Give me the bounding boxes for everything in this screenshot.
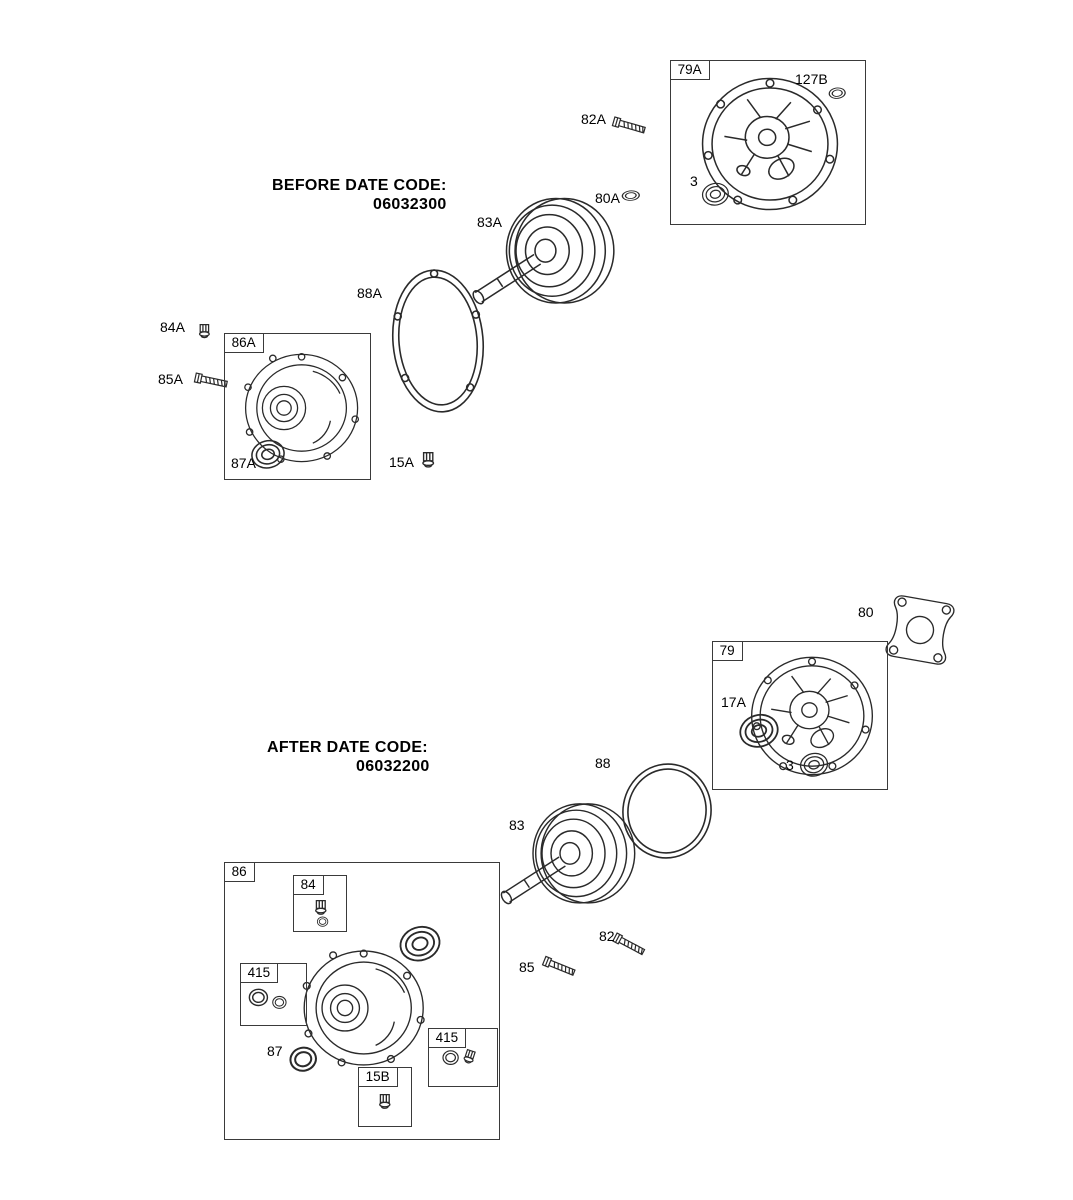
screw-drawing-85a (193, 372, 229, 390)
part-label-80a: 80A (595, 190, 620, 206)
seal-ring-drawing-80a (619, 188, 643, 203)
part-label-82a: 82A (581, 111, 606, 127)
part-label-82: 82 (599, 928, 615, 944)
nut-drawing-84a (198, 323, 210, 339)
seal-drawing-415a-1 (248, 988, 269, 1007)
before-date-code-heading-line1: BEFORE DATE CODE: (272, 177, 447, 194)
part-label-3-before: 3 (690, 173, 698, 189)
gasket-drawing-88a (386, 265, 490, 417)
after-date-code-heading-line2: 06032200 (356, 758, 430, 775)
part-label-80: 80 (858, 604, 874, 620)
seal-drawing-415a-2 (272, 995, 287, 1009)
plug-drawing-15a (422, 452, 435, 468)
part-label-88a: 88A (357, 285, 382, 301)
part-label-83: 83 (509, 817, 525, 833)
plug-drawing-415b-2 (462, 1048, 477, 1065)
part-label-84a: 84A (160, 319, 185, 335)
part-label-85a: 85A (158, 371, 183, 387)
part-label-83a: 83A (477, 214, 502, 230)
washer-drawing-84 (316, 916, 329, 927)
screw-drawing-82 (612, 932, 646, 957)
flange-gasket-drawing-80 (884, 593, 956, 667)
part-label-87: 87 (267, 1043, 283, 1059)
part-label-17a: 17A (721, 694, 746, 710)
part-label-3-after: 3 (786, 757, 794, 773)
screw-drawing-85 (541, 955, 577, 978)
part-label-85: 85 (519, 959, 535, 975)
part-label-15a: 15A (389, 454, 414, 470)
before-date-code-heading-line2: 06032300 (373, 196, 447, 213)
screw-drawing-82a (611, 116, 647, 136)
nut-drawing-84 (315, 899, 327, 915)
seal-drawing-87 (286, 1043, 320, 1075)
plug-drawing-15b (379, 1093, 391, 1109)
part-label-87a: 87A (231, 455, 256, 471)
part-label-127b: 127B (795, 71, 828, 87)
bearing-drawing-86 (395, 920, 445, 967)
gear-cover-drawing-86 (302, 949, 425, 1067)
seal-ring-drawing-127b (826, 85, 849, 101)
after-date-code-heading-line1: AFTER DATE CODE: (267, 739, 428, 756)
part-label-88: 88 (595, 755, 611, 771)
seal-drawing-415b-1 (442, 1050, 459, 1066)
gasket-drawing-88 (622, 763, 712, 859)
